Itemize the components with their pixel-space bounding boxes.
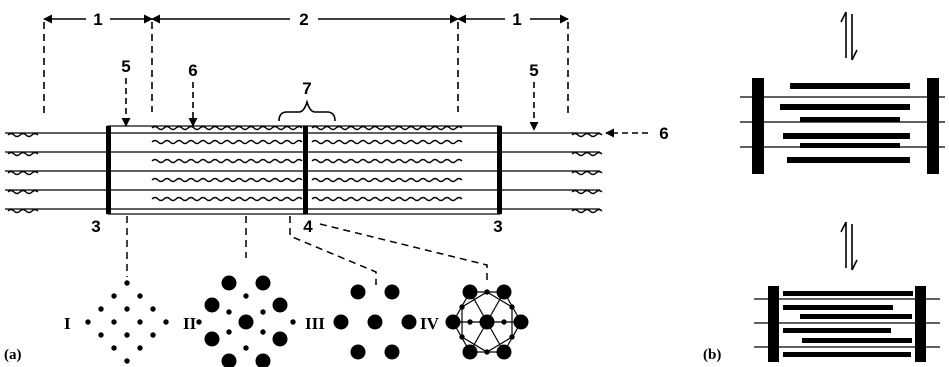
- dimension-label-1-right: 1: [512, 10, 521, 29]
- label-m-line: 4: [303, 217, 313, 236]
- z-line-right: [497, 126, 502, 214]
- equilibrium-arrows-bottom: [840, 221, 858, 271]
- sarcomere: [5, 125, 603, 215]
- callout-arrows: [121, 78, 648, 138]
- cross-section-label-i: I: [64, 314, 71, 333]
- cross-section-label-iii: III: [305, 314, 325, 333]
- panel-label-a: (a): [4, 347, 22, 363]
- dimension-lines: [43, 14, 569, 115]
- callout-h-zone: 7: [302, 79, 311, 98]
- cross-section-iv: [445, 284, 529, 360]
- label-z-line-left: 3: [91, 217, 100, 236]
- h-zone-brace: [278, 99, 336, 122]
- callout-thick-filament-right: 6: [659, 124, 668, 143]
- panel-b: (b): [703, 11, 945, 363]
- cross-section-i: [85, 280, 169, 364]
- callout-thick-filament: 6: [188, 61, 197, 80]
- dimension-label-1-left: 1: [93, 10, 102, 29]
- callout-thin-filament-right: 5: [529, 61, 538, 80]
- equilibrium-arrows-top: [840, 11, 858, 61]
- m-line: [303, 126, 308, 214]
- cross-section-label-iv: IV: [420, 314, 440, 333]
- panel-label-b: (b): [703, 347, 721, 363]
- cross-section-ii: [196, 275, 296, 367]
- dimension-label-2: 2: [299, 10, 308, 29]
- sarcomere-relaxed: [740, 78, 945, 174]
- callout-thin-filament-left: 5: [121, 57, 130, 76]
- z-line-left: [106, 126, 111, 214]
- thick-filaments: [151, 125, 463, 202]
- cross-section-leaders: [126, 216, 488, 285]
- cross-section-iii: [333, 284, 417, 360]
- thin-filaments: [5, 132, 600, 210]
- outer-thick-filaments: [7, 132, 603, 214]
- sarcomere-contracted: [754, 286, 940, 362]
- panel-a: 1 2 1: [4, 10, 669, 367]
- label-z-line-right: 3: [493, 217, 502, 236]
- cross-section-label-ii: II: [183, 314, 197, 333]
